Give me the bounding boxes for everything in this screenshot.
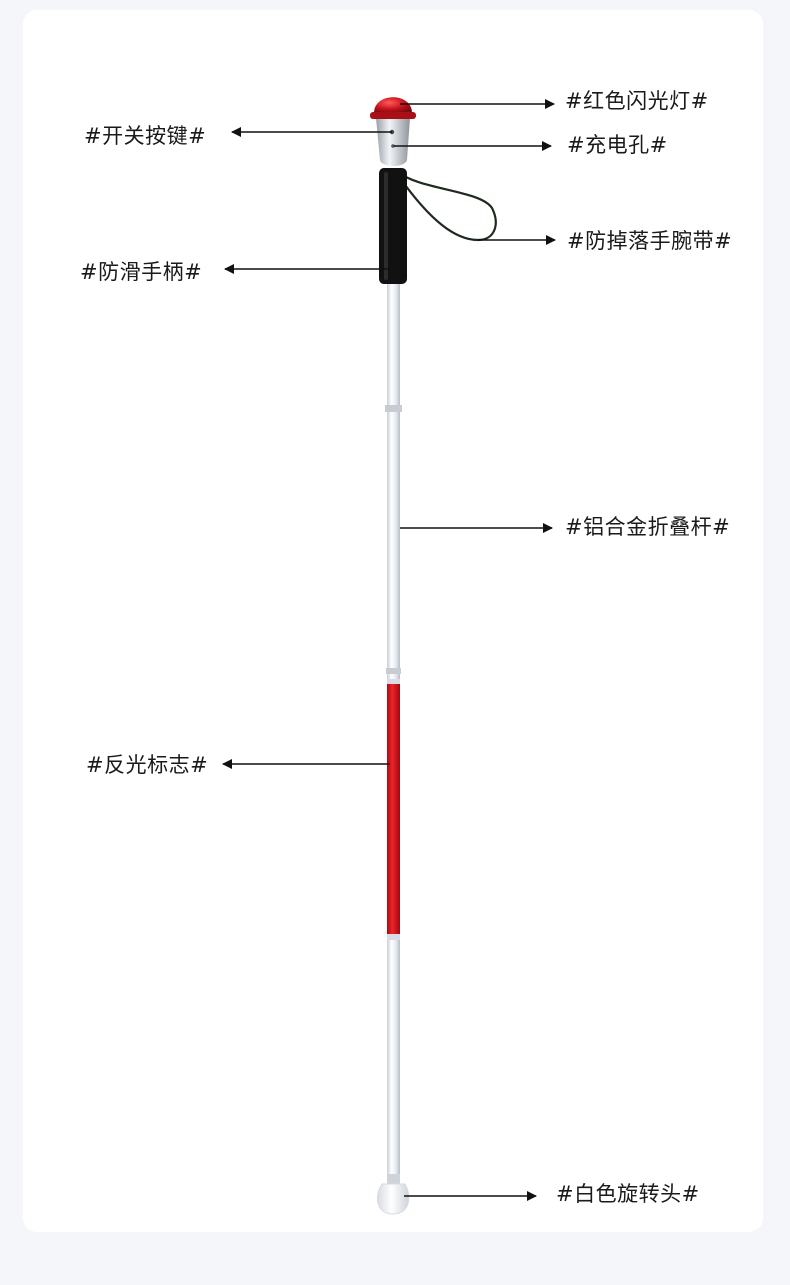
reflective-band (387, 683, 400, 938)
label-rotating-tip: #白色旋转头# (556, 1182, 700, 1206)
joint-ring-1 (385, 405, 402, 412)
red-lamp (374, 97, 412, 113)
shaft-upper (387, 282, 400, 412)
charging-dot (391, 144, 395, 148)
label-folding-pole: #铝合金折叠杆# (565, 515, 731, 539)
label-wrist-strap: #防掉落手腕带# (567, 229, 733, 253)
grip (379, 168, 407, 284)
red-lamp-rim (370, 112, 416, 119)
reflective-band-cap-bottom (387, 934, 400, 940)
label-red-light: #红色闪光灯# (565, 89, 709, 113)
tip-neck (387, 1174, 400, 1184)
shaft-lower (387, 938, 400, 1180)
label-grip: #防滑手柄# (80, 260, 203, 284)
label-switch-button: #开关按键# (84, 124, 207, 148)
label-reflective-band: #反光标志# (86, 753, 209, 777)
grip-shine (384, 172, 388, 280)
cane-head (376, 118, 410, 166)
wrist-strap (397, 171, 497, 242)
joint-ring-2 (386, 668, 401, 674)
shaft-middle (387, 412, 400, 679)
label-charging-port: #充电孔# (567, 133, 668, 157)
rotating-tip (376, 1183, 410, 1215)
reflective-band-cap-top (387, 678, 400, 684)
